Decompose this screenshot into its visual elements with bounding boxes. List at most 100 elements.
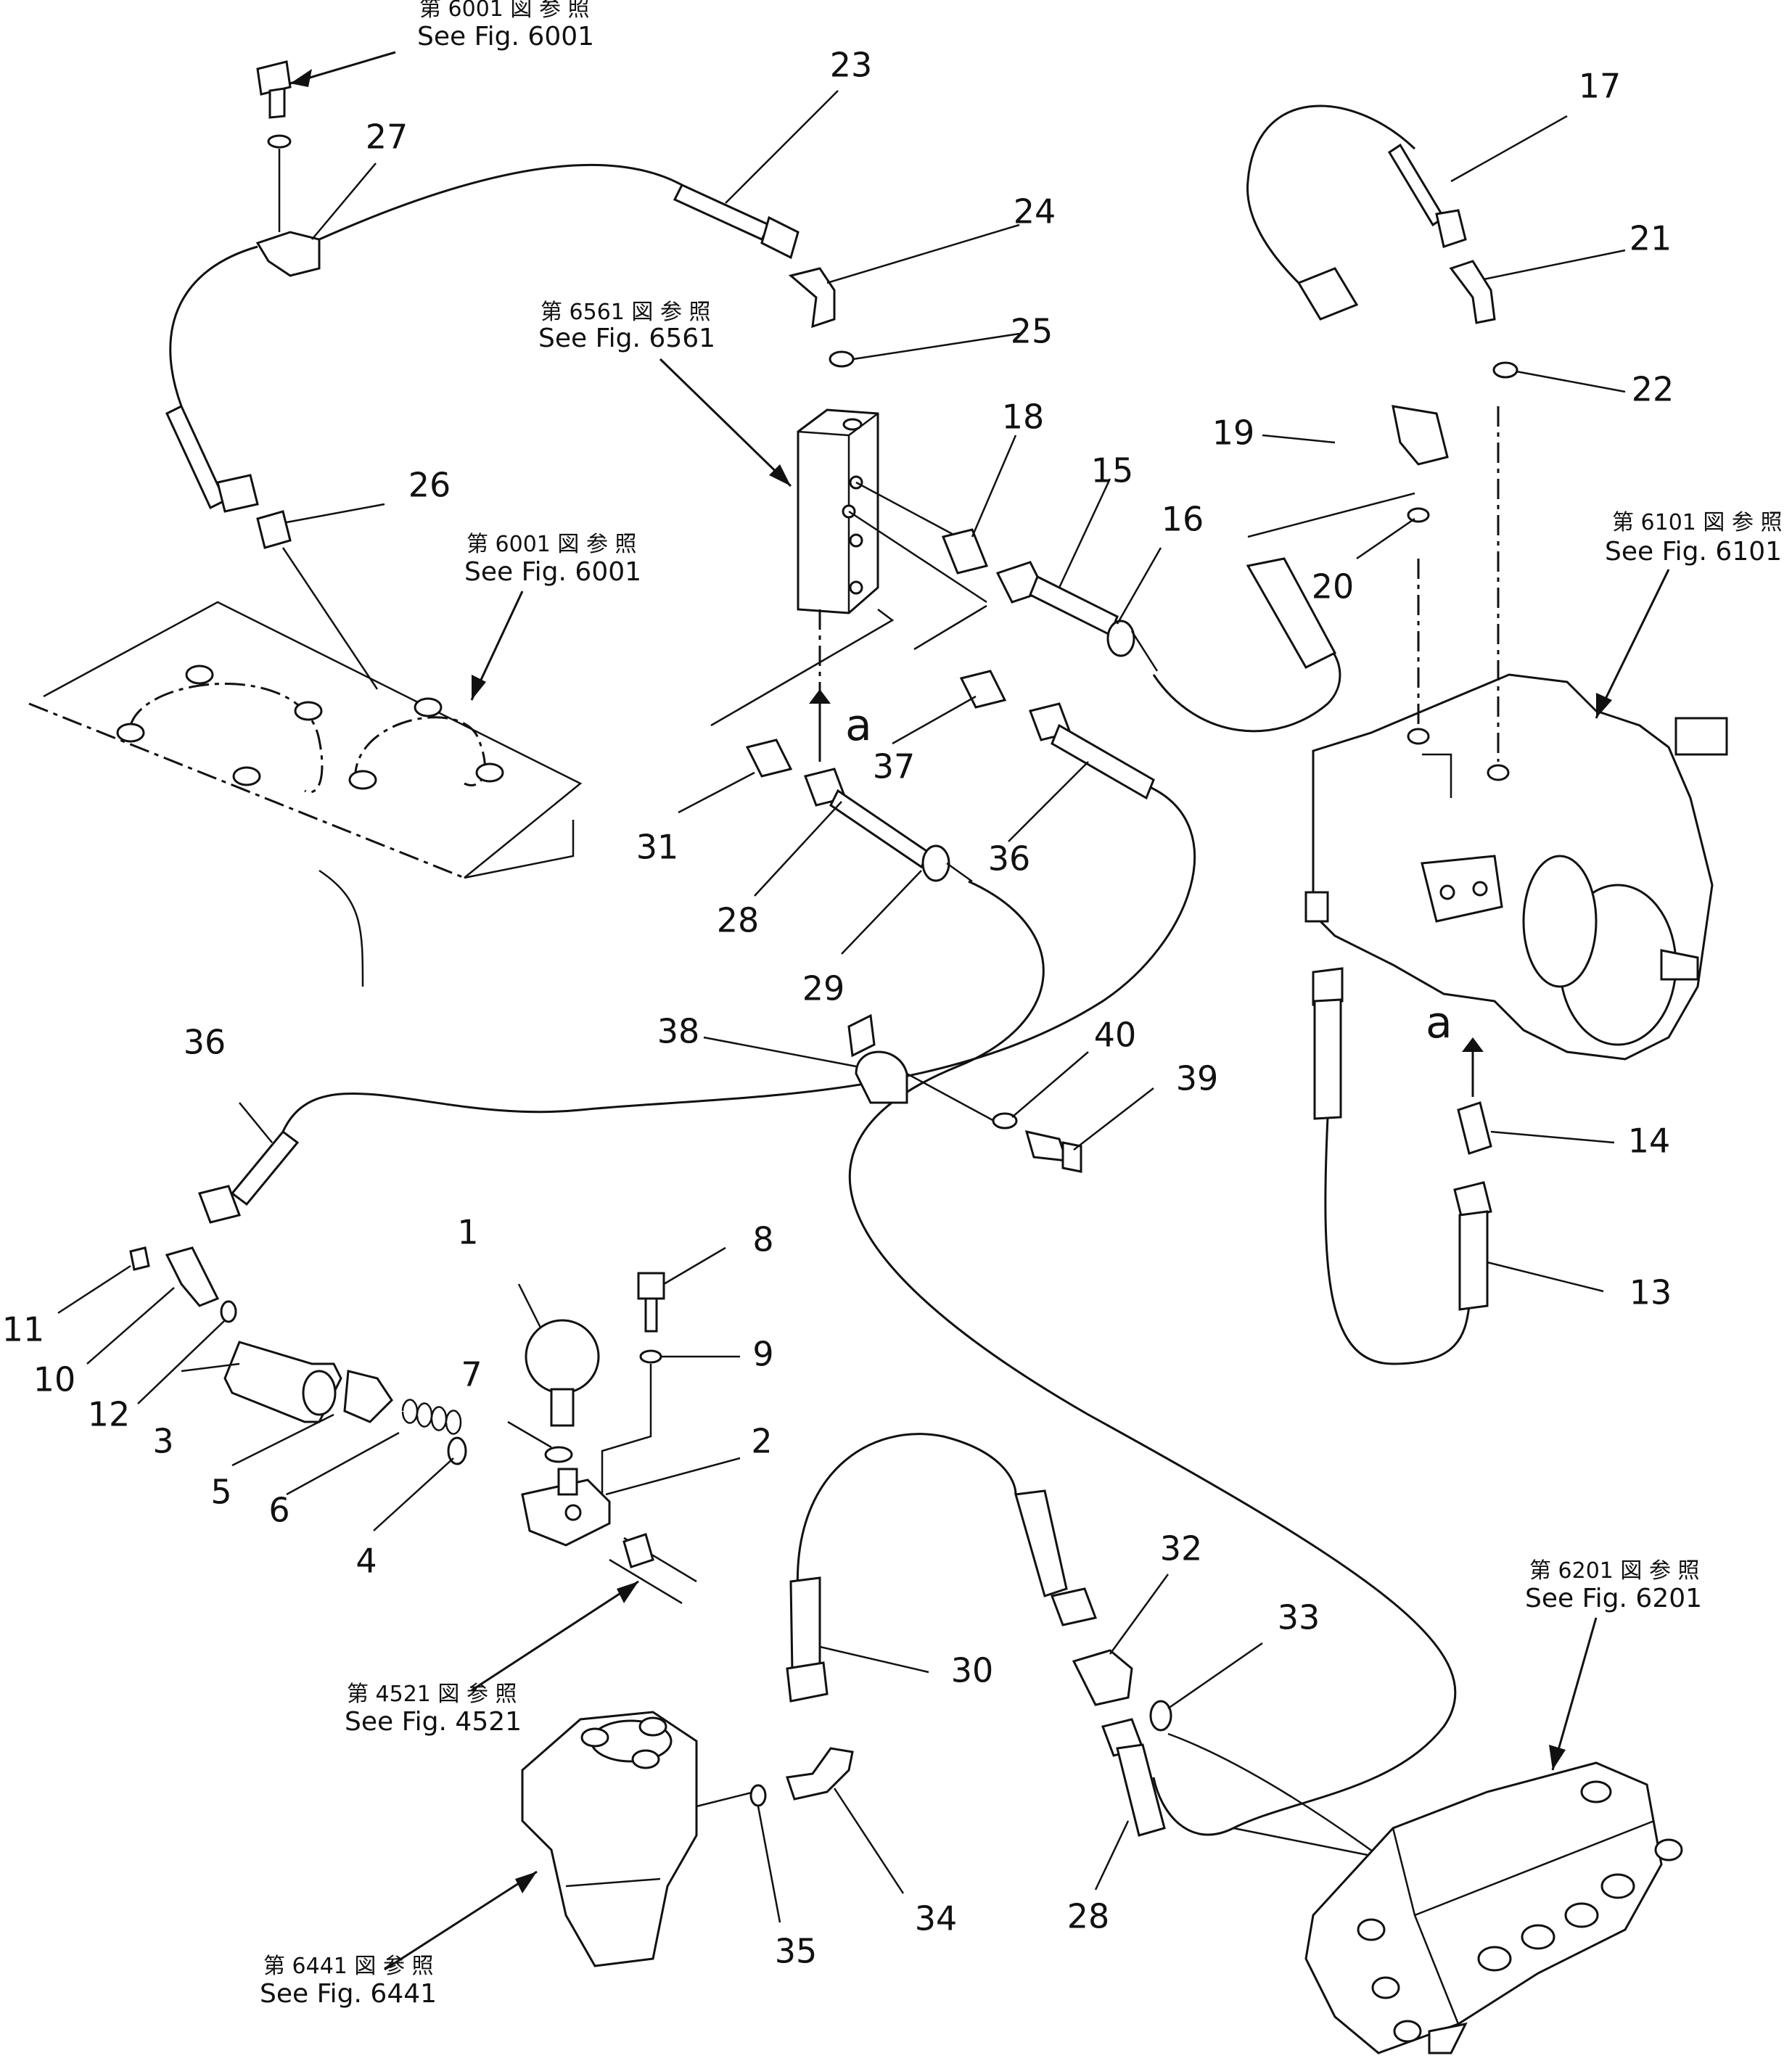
nut-23 [760,215,800,260]
callout-25: 25 [1011,312,1053,351]
ref-6001-top-en: See Fig. 6001 [417,22,594,52]
washer-6001 [267,134,292,149]
oring-25 [829,350,855,368]
callout-27: 27 [366,118,408,157]
elbow-34 [786,1747,854,1801]
hose-17-loop [1246,104,1416,284]
nut-26 [216,474,259,513]
callout-18: 18 [1002,398,1045,437]
view-arrow-a-head [809,689,831,704]
hose-end-28-bottom [1116,1743,1166,1837]
callout-2: 2 [751,1422,772,1461]
bolt-6001-shank [268,87,286,119]
ref-6001-top-jp: 第 6001 図 参 照 [419,0,590,22]
bolt-6001-head [256,60,292,96]
tube-16 [1130,630,1159,672]
nut-pump-left [1312,967,1344,1006]
hose-end-16b [1246,557,1337,669]
steering-unit-6441 [521,1711,755,1967]
callout-38: 38 [657,1012,700,1051]
ref-6561-jp: 第 6561 図 参 照 [541,300,711,325]
hose-27-down [169,245,258,407]
callout-14: 14 [1628,1122,1671,1161]
callout-numbers: 1 2 3 4 5 6 7 8 9 10 11 12 13 14 15 16 1… [2,46,1674,1971]
hose-end-36-left [230,1130,300,1206]
hose-13-curve [1324,1116,1471,1365]
clamp-38-tab [847,1013,876,1058]
tee-19 [1392,405,1449,466]
hose-end-36-top [1051,723,1155,800]
callout-5: 5 [210,1473,231,1512]
ref-6101-en: See Fig. 6101 [1605,537,1782,567]
callout-16: 16 [1162,500,1204,539]
callout-26: 26 [408,466,451,505]
adapter-14 [1457,1101,1492,1155]
callout-28-bottom: 28 [1067,1897,1110,1936]
callout-40: 40 [1094,1016,1137,1055]
nut-30 [786,1661,829,1703]
leader-38-39 [906,1072,995,1122]
bolt-39-head [1061,1141,1082,1173]
washer-40 [992,1112,1018,1130]
ref-6101-jp: 第 6101 図 参 照 [1612,510,1783,535]
hose-36-long [281,786,1196,1132]
manifold-block-6561 [710,408,987,727]
accumulator-assembly [129,1246,697,1605]
callout-28: 28 [717,901,760,940]
callout-29: 29 [802,969,845,1008]
hose-end-pump-left [1313,998,1342,1120]
callout-32: 32 [1160,1529,1203,1568]
ref-6441-arrow [384,1870,538,1971]
callout-31: 31 [636,828,679,867]
hose-end-13 [1458,1210,1489,1311]
ref-6001-mid-en: See Fig. 6001 [464,557,641,587]
hose-end-30 [789,1576,821,1674]
callout-33: 33 [1278,1598,1320,1637]
callout-leaders [57,90,1626,1923]
oring-35 [749,1784,767,1807]
elbow-24 [788,267,836,329]
tube-29 [946,862,973,883]
connector-33 [1167,1732,1401,1873]
oring-22 [1492,361,1518,379]
callout-30: 30 [951,1651,994,1690]
elbow-21 [1449,260,1496,324]
pump-6101 [1304,406,1728,1061]
ref-6101-arrow [1595,569,1670,719]
hose-fittings [165,60,1518,1837]
callout-6: 6 [268,1491,289,1530]
sleeve-29 [921,844,950,882]
hose-end-19a [1296,267,1359,321]
callout-4: 4 [355,1542,377,1581]
callout-23: 23 [830,46,873,85]
oring-20 [1407,507,1430,523]
adapter-31 [745,739,793,778]
oring-33 [1149,1700,1172,1732]
hose-28-long [848,880,1457,1836]
callout-20: 20 [1312,567,1355,606]
callout-39: 39 [1176,1059,1219,1098]
callout-21: 21 [1629,219,1672,258]
ref-4521-arrow [471,1580,639,1692]
hoses [169,104,1471,1873]
ref-6201-en: See Fig. 6201 [1525,1584,1702,1613]
callout-37: 37 [873,747,916,786]
clamp-27 [255,231,321,277]
control-valve-6201 [1304,1761,1683,2054]
ref-6201-arrow [1551,1617,1598,1771]
leader-20-bracket [1247,492,1415,538]
callout-3: 3 [152,1422,173,1461]
ref-6561-en: See Fig. 6561 [538,324,715,353]
ref-4521-en: See Fig. 4521 [345,1707,522,1737]
callout-17: 17 [1579,67,1622,106]
ref-6561-arrow [659,358,792,488]
callout-19: 19 [1212,414,1255,453]
view-marker-a: a [845,700,872,751]
leader-26-plate [281,547,379,690]
tee-32 [1072,1649,1133,1706]
nut-13 [1453,1181,1492,1220]
hose-end-17 [1387,143,1446,227]
callout-10: 10 [33,1360,76,1399]
